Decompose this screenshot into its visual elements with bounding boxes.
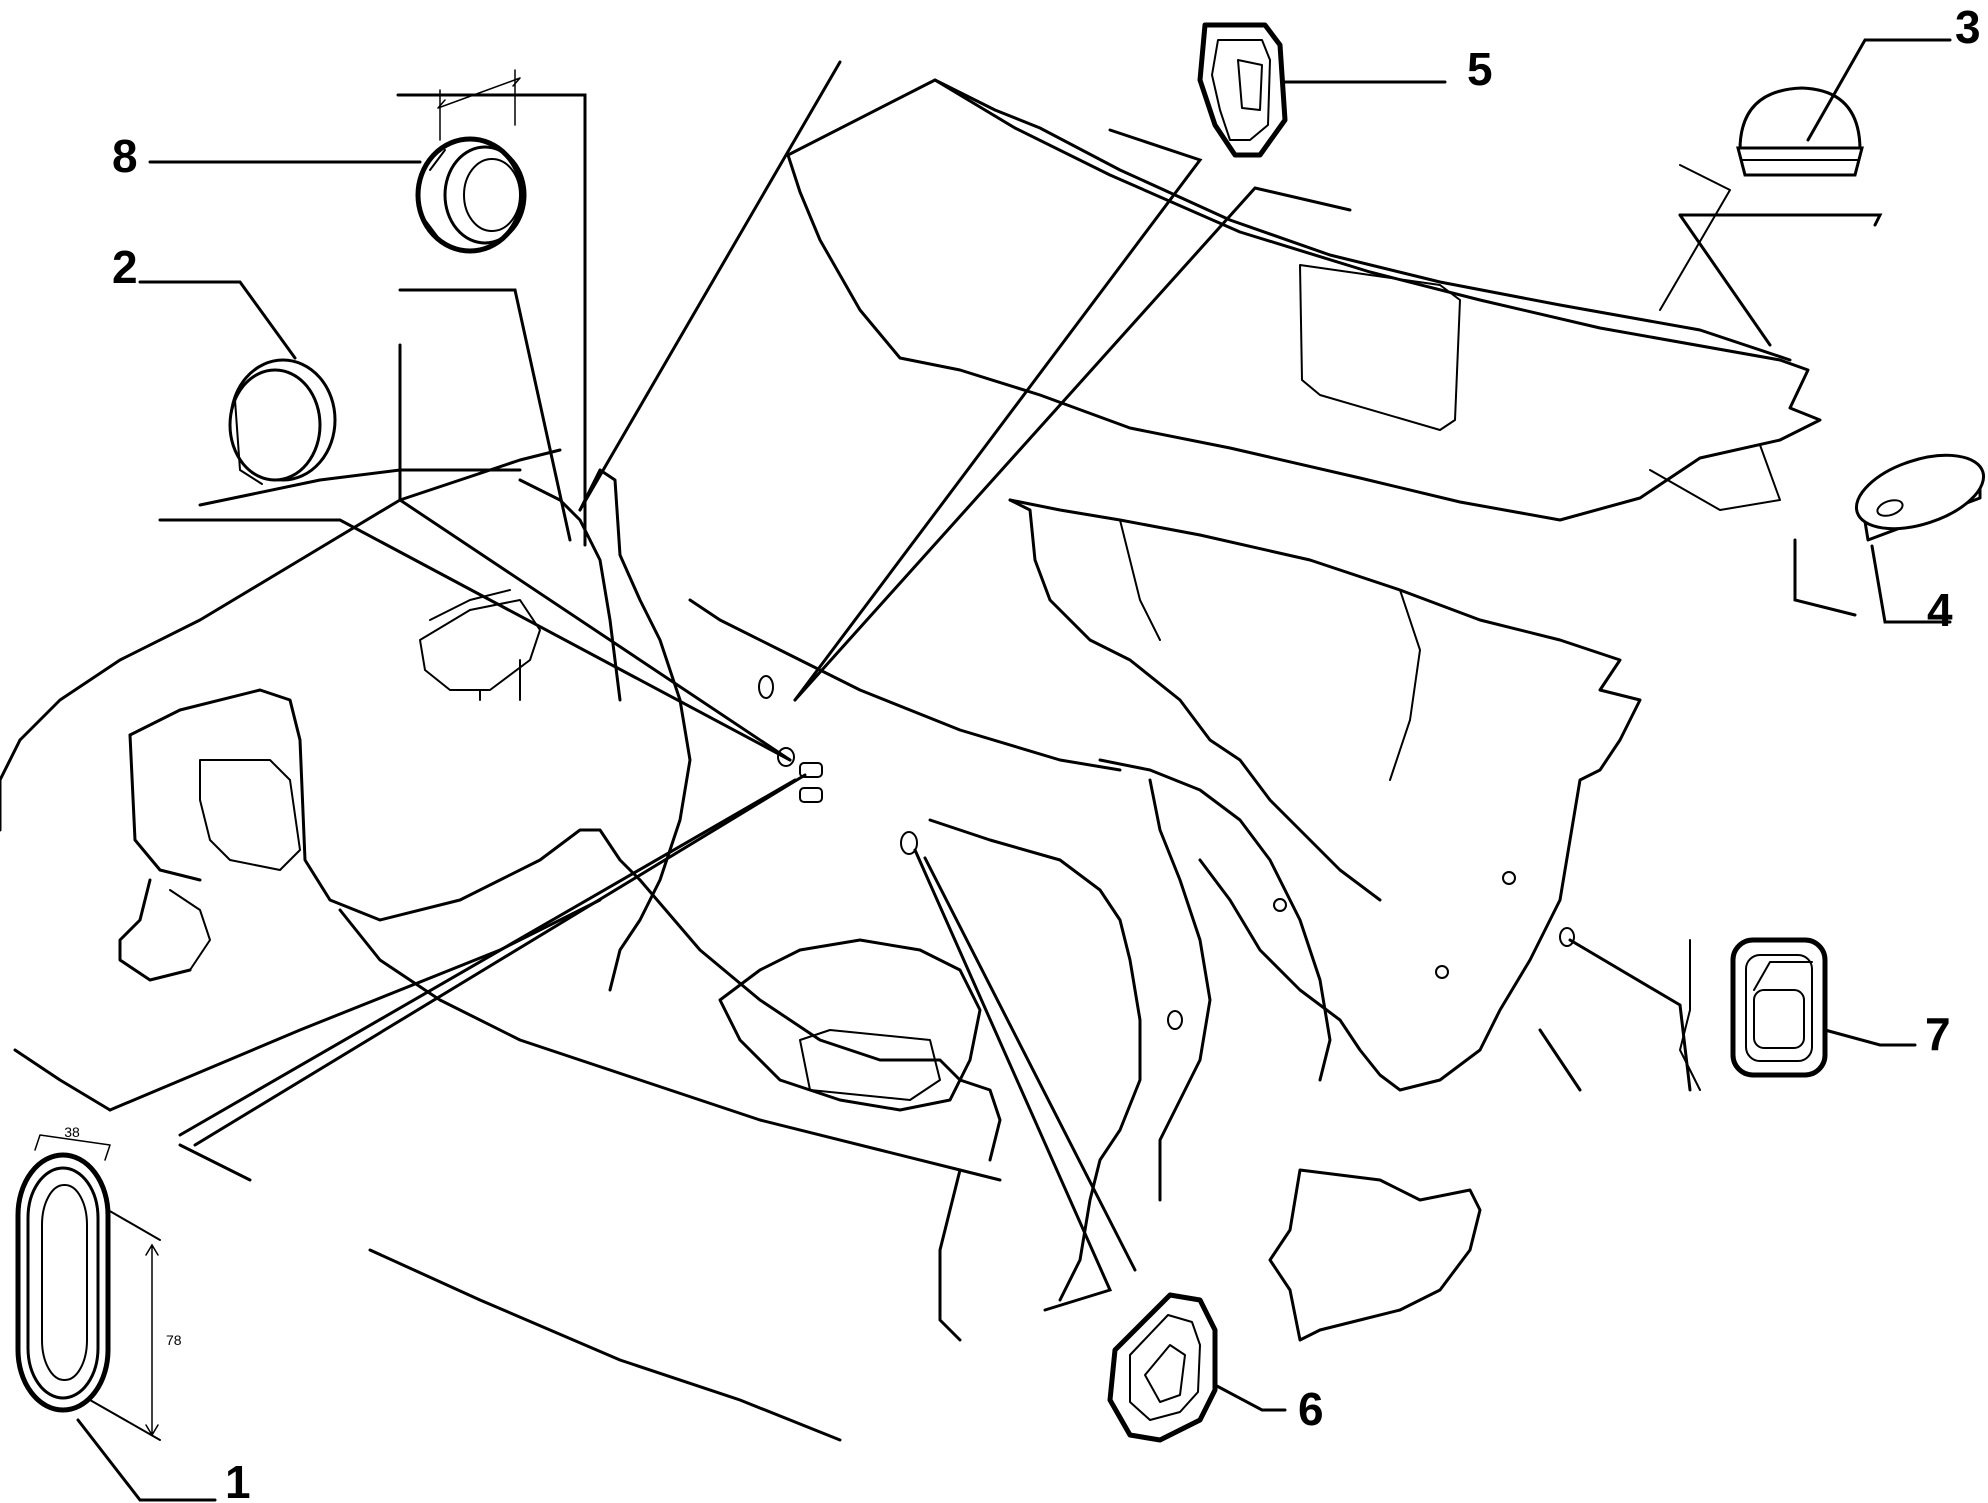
callout-labels: 1 2 3 4 5 6 7 8 (112, 1, 1981, 1503)
part-7-square-grommet (1730, 937, 1917, 1078)
part-1-oval-grommet: 38 78 (15, 1124, 217, 1502)
dimension-width: 38 (64, 1124, 80, 1140)
part-3-dome-plug (1736, 38, 1952, 177)
callout-8: 8 (112, 130, 138, 182)
callout-5: 5 (1467, 43, 1493, 95)
callout-7: 7 (1925, 1008, 1951, 1060)
part-4-oval-plug (1854, 453, 1986, 624)
part-6-egg-grommet (1107, 1292, 1287, 1443)
part-8-ring-grommet (148, 69, 527, 254)
callout-4: 4 (1927, 584, 1953, 636)
callout-2: 2 (112, 241, 138, 293)
callout-3: 3 (1955, 1, 1981, 53)
body-shell-drawing (0, 60, 1822, 1442)
callout-6: 6 (1298, 1383, 1324, 1435)
callout-1: 1 (225, 1456, 251, 1503)
leader-lines (158, 93, 1883, 1312)
part-5-tapered-grommet (1197, 22, 1447, 158)
part-2-cap-plug (138, 280, 337, 485)
dimension-height: 78 (166, 1332, 182, 1348)
